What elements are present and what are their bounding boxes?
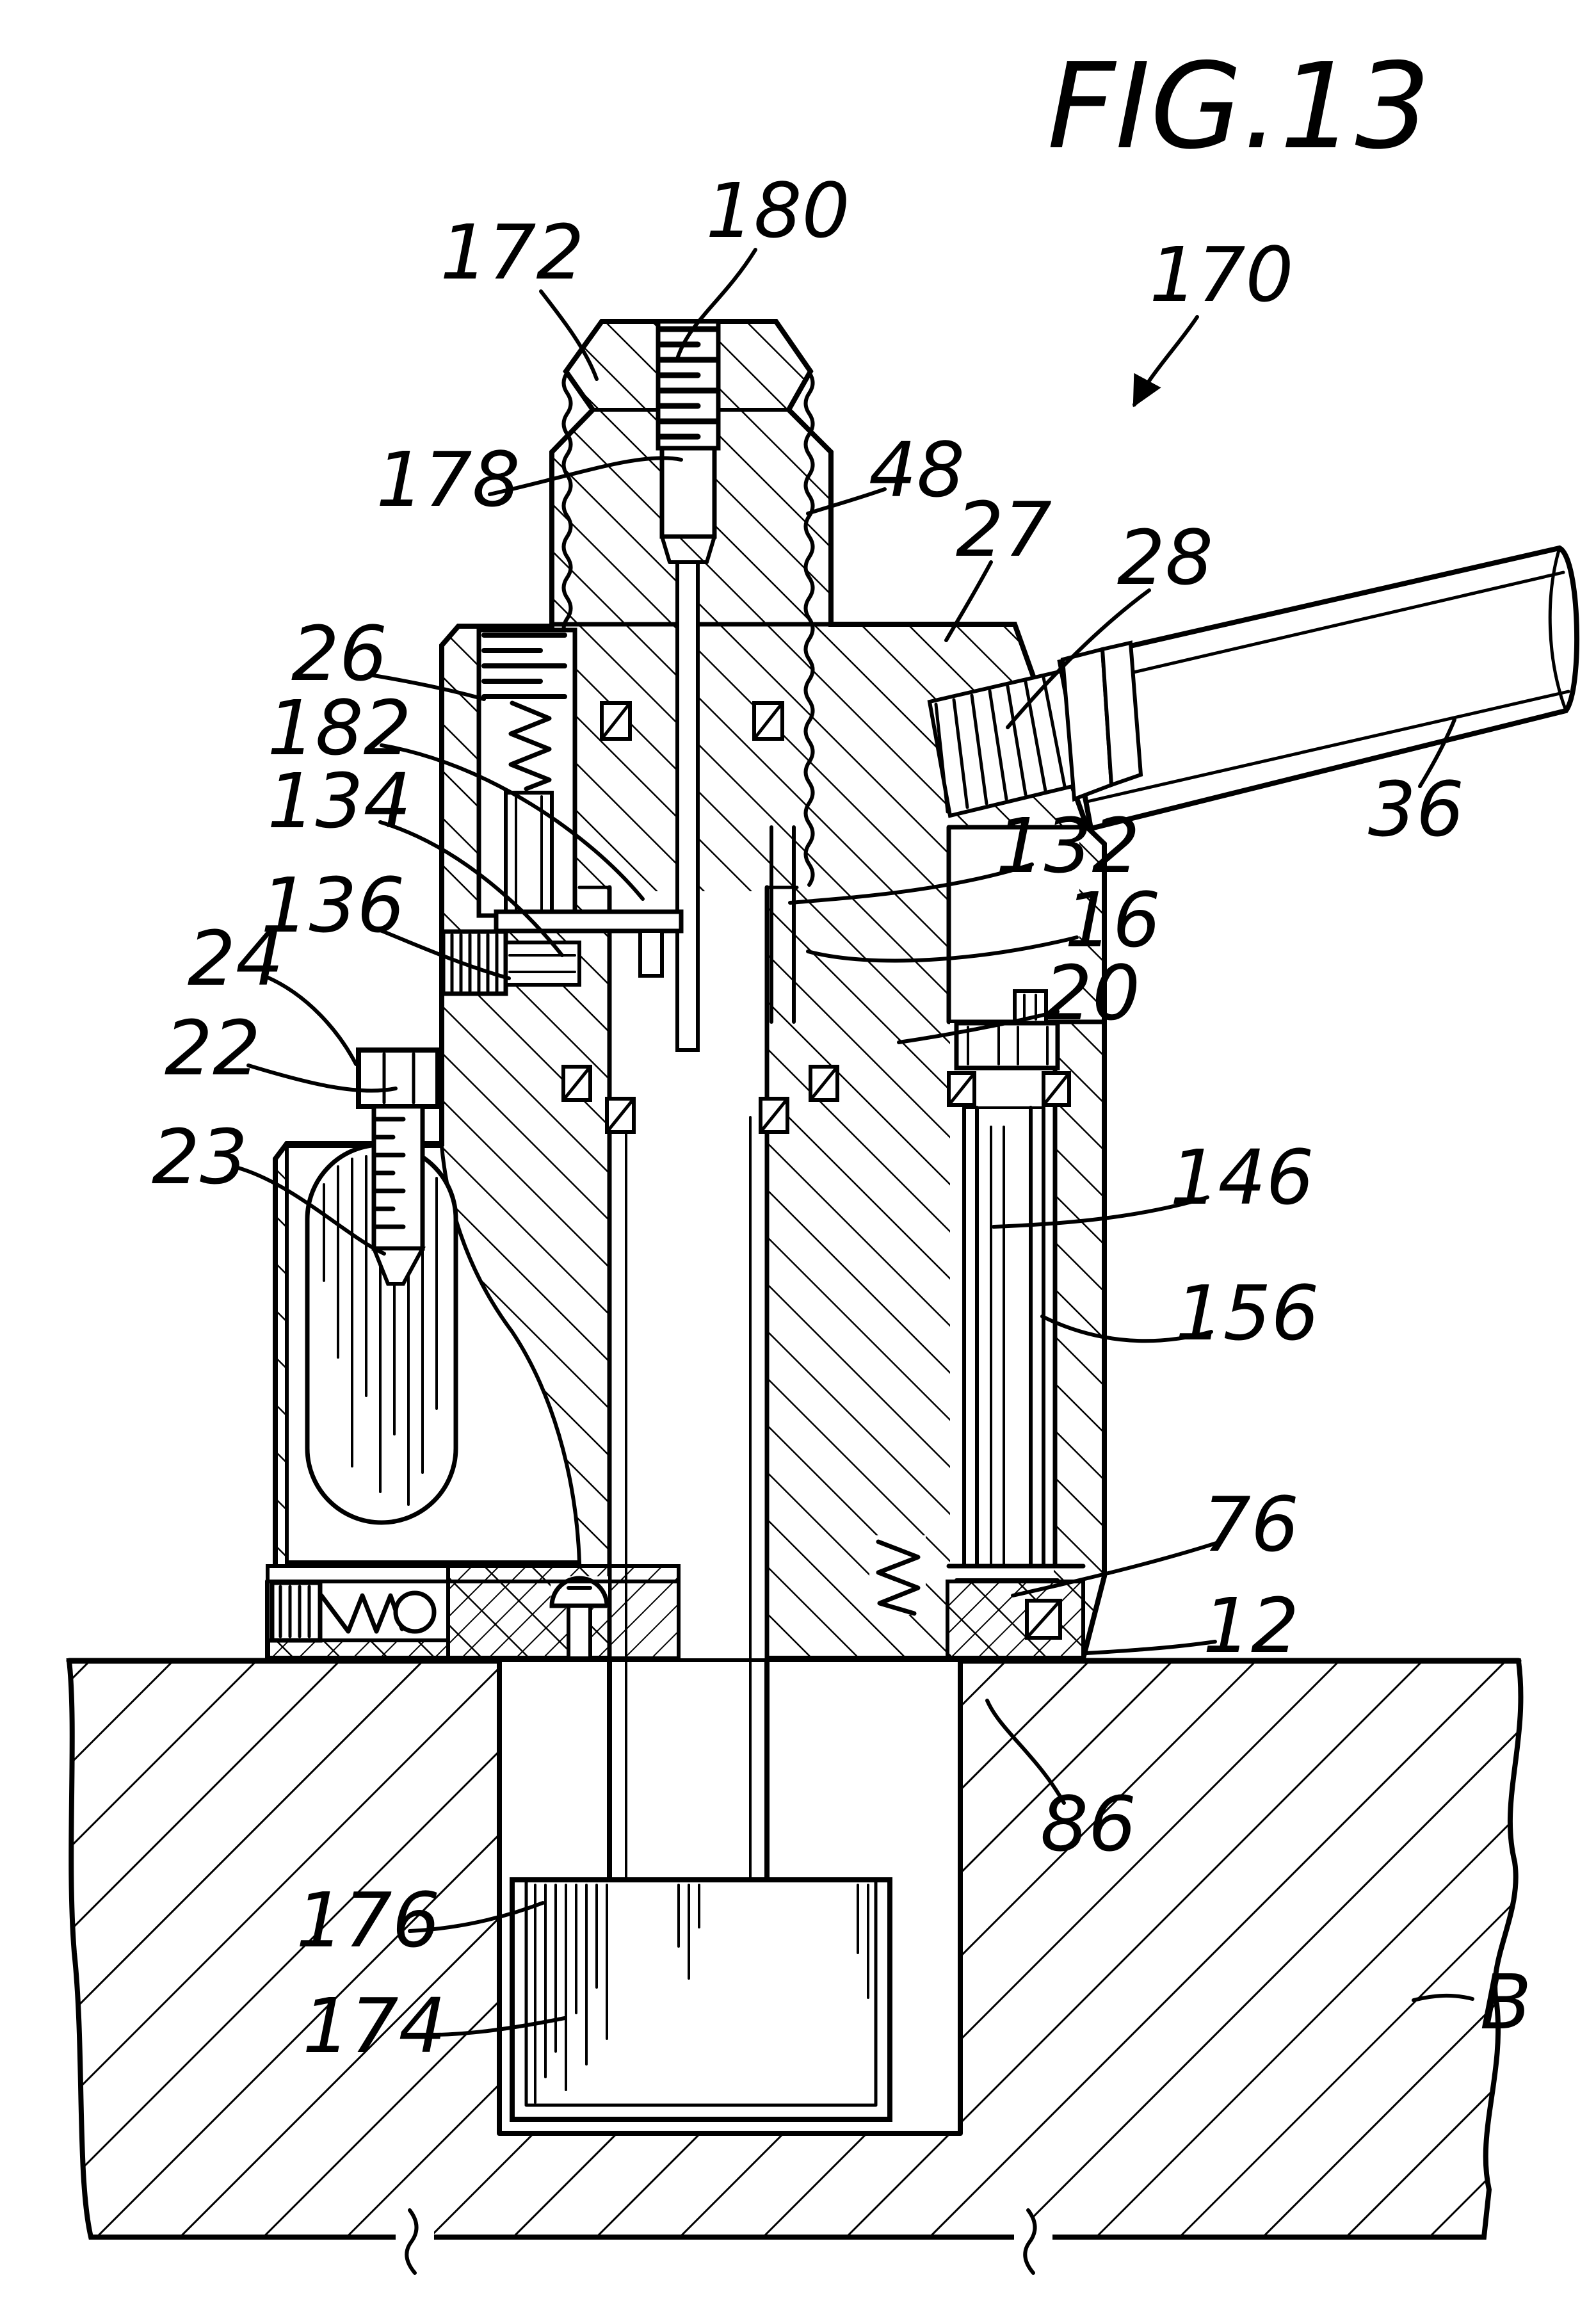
set-screw-22 [356, 1047, 440, 1286]
ref-label-146: 146 [1170, 1133, 1314, 1222]
ref-label-23: 23 [152, 1113, 248, 1201]
leader-B [1412, 1993, 1474, 2002]
leader-182 [380, 743, 645, 901]
leader-23 [236, 1166, 386, 1256]
ref-label-22: 22 [165, 1004, 261, 1092]
dome-screw [549, 1576, 609, 1660]
thread-ridges [934, 675, 1067, 814]
base-block [66, 1658, 1524, 2275]
handle-36 [1057, 545, 1579, 832]
base-cavity-walls [497, 1658, 963, 2136]
ref-label-156: 156 [1175, 1269, 1319, 1357]
leader-172 [539, 289, 599, 381]
reference-labels: FIG.13 180 172 170 178 48 27 28 36 26 18… [152, 37, 1532, 2070]
poppet-spring-76 [869, 1535, 926, 1616]
ref-label-26: 26 [291, 610, 387, 698]
piston-rod [963, 1106, 1045, 1566]
valve-plug [270, 1580, 323, 1643]
ref-label-28: 28 [1117, 513, 1213, 602]
clamp-assembly-170 [265, 319, 1579, 1661]
leader-174 [414, 2016, 567, 2037]
leader-178 [488, 456, 683, 496]
ref-label-134: 134 [267, 757, 411, 845]
cylinder-146 [962, 1106, 1045, 1567]
ref-label-24: 24 [188, 914, 284, 1003]
stud-slot [656, 319, 721, 451]
ref-label-132: 132 [995, 802, 1140, 890]
leader-27 [944, 560, 993, 642]
leader-146 [992, 1195, 1209, 1229]
leader-26 [368, 673, 486, 701]
leader-132 [788, 862, 1034, 905]
detent-plug-26 [481, 633, 567, 699]
ref-label-48: 48 [869, 426, 965, 514]
leader-136 [371, 925, 511, 980]
pull-rod-178 [675, 560, 700, 1052]
ref-label-27: 27 [956, 485, 1052, 574]
sleeve-132 [770, 825, 796, 1024]
figure-title: FIG.13 [1047, 37, 1431, 175]
ref-label-174: 174 [302, 1982, 446, 2070]
ref-label-182: 182 [267, 684, 411, 772]
leader-16 [806, 935, 1079, 963]
ref-label-36: 36 [1368, 765, 1464, 853]
ref-label-136: 136 [261, 861, 405, 950]
ref-label-16: 16 [1065, 876, 1161, 964]
detent-pin-182 [504, 791, 554, 916]
valve-ball [393, 1590, 437, 1634]
leader-134 [378, 820, 564, 957]
break-mark [396, 2208, 1052, 2275]
ref-label-12: 12 [1203, 1581, 1299, 1670]
leader-176 [408, 1901, 545, 1933]
leader-36 [1418, 718, 1456, 788]
slot-shading [323, 1154, 438, 1506]
o-ring-seal [561, 701, 839, 1134]
leader-20 [897, 1010, 1060, 1044]
ref-label-176: 176 [296, 1876, 440, 1964]
leader-156 [1040, 1314, 1213, 1343]
leader-28 [1006, 588, 1151, 729]
leader-22 [246, 1063, 398, 1093]
clamp-foot-174 [510, 1877, 892, 2122]
ref-label-170: 170 [1149, 230, 1293, 319]
leader-24 [262, 974, 358, 1066]
leader-170 [1133, 315, 1199, 408]
detent-spring [508, 700, 552, 791]
leader-86 [985, 1699, 1066, 1805]
adjusting-screw-180 [657, 326, 720, 440]
screw-thread [371, 1117, 406, 1229]
valve-spring [319, 1593, 405, 1634]
leader-12 [1085, 1640, 1217, 1655]
ref-label-76: 76 [1203, 1480, 1299, 1569]
cylinder-cap [954, 1021, 1060, 1071]
slot-plug [659, 446, 717, 539]
foot-shading [534, 1884, 869, 2104]
ref-label-180: 180 [705, 166, 850, 255]
leader-48 [806, 487, 887, 515]
detent-unit-26 [476, 627, 577, 918]
ref-label-B: B [1480, 1958, 1532, 2046]
ref-label-86: 86 [1040, 1780, 1136, 1868]
screw-head [356, 1047, 440, 1109]
ref-label-20: 20 [1044, 949, 1140, 1037]
clamp-rod-lower [607, 1660, 770, 1882]
leader-180 [675, 248, 757, 360]
leader-76 [1011, 1541, 1218, 1597]
ref-label-172: 172 [440, 208, 584, 296]
screw-tip-23 [371, 1247, 426, 1286]
cylinder-unit [946, 989, 1086, 1582]
ref-label-178: 178 [376, 435, 520, 524]
